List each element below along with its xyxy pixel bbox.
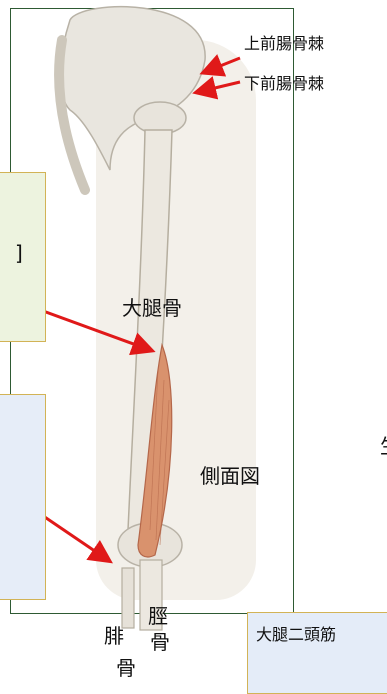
label-fibula-bone: 骨 (116, 652, 136, 681)
annotation-box-bottom: 大腿二頭筋 (247, 612, 387, 694)
annotation-box-green: ] (0, 172, 46, 342)
label-partial-right: 生 (380, 430, 387, 459)
label-fibula: 腓 (104, 620, 124, 649)
label-upper-asis: 上前腸骨棘 (244, 30, 324, 54)
femur-head (134, 102, 186, 134)
cutoff-label: ] (15, 241, 23, 265)
pelvis-bone (61, 7, 206, 170)
label-tibia-bone: 骨 (150, 626, 170, 655)
label-femur: 大腿骨 (122, 292, 182, 321)
annotation-box-blue (0, 394, 46, 600)
label-lateral-view: 側面図 (200, 460, 260, 489)
label-biceps-femoris: 大腿二頭筋 (256, 621, 336, 645)
arrow-upper-asis (205, 58, 240, 72)
fibula-bone (122, 568, 134, 628)
arrow-lower-asis (198, 82, 240, 92)
label-lower-asis: 下前腸骨棘 (244, 70, 324, 94)
label-tibia: 脛 (148, 600, 168, 629)
